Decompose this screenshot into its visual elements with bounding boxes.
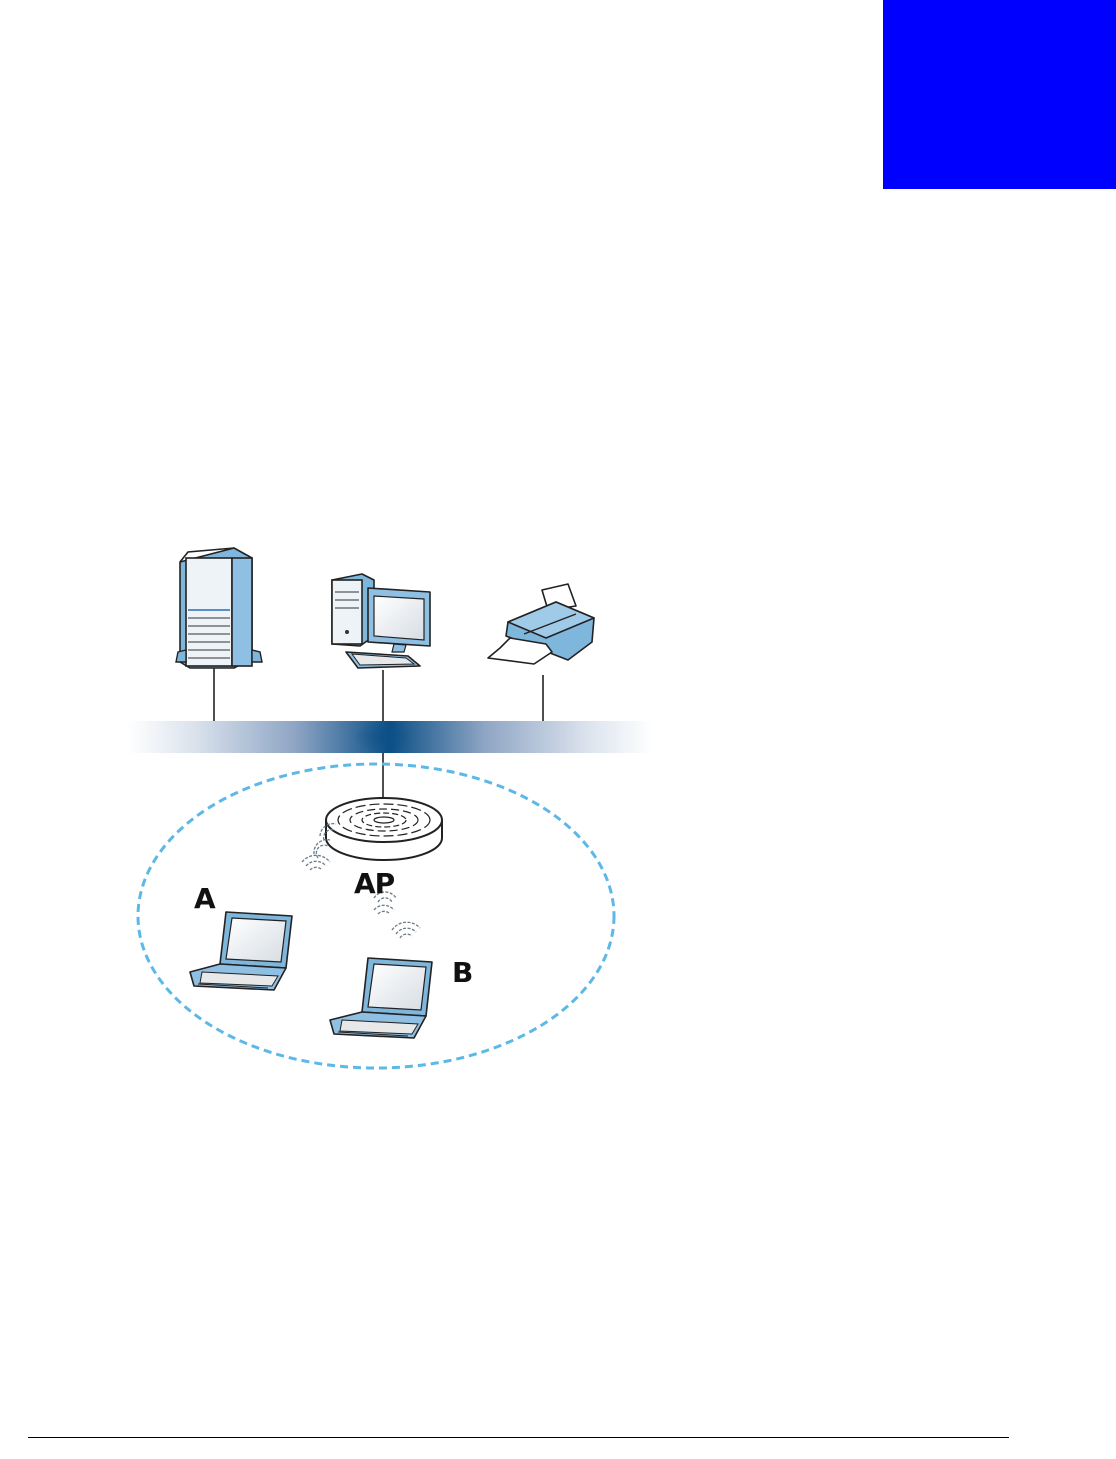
laptop-icon (330, 958, 432, 1038)
network-diagram: A AP B (128, 540, 652, 1080)
station-a-label: A (194, 885, 215, 913)
desktop-computer-icon (332, 574, 430, 668)
chapter-tab (883, 0, 1116, 189)
station-b-label: B (452, 959, 472, 987)
laptop-icon (190, 912, 292, 990)
footer-rule (28, 1437, 1009, 1438)
printer-icon (488, 584, 594, 664)
backbone-glow (353, 721, 413, 753)
access-point-label: AP (354, 870, 394, 898)
server-tower-icon (176, 548, 262, 668)
wireless-access-point-icon (326, 798, 442, 860)
